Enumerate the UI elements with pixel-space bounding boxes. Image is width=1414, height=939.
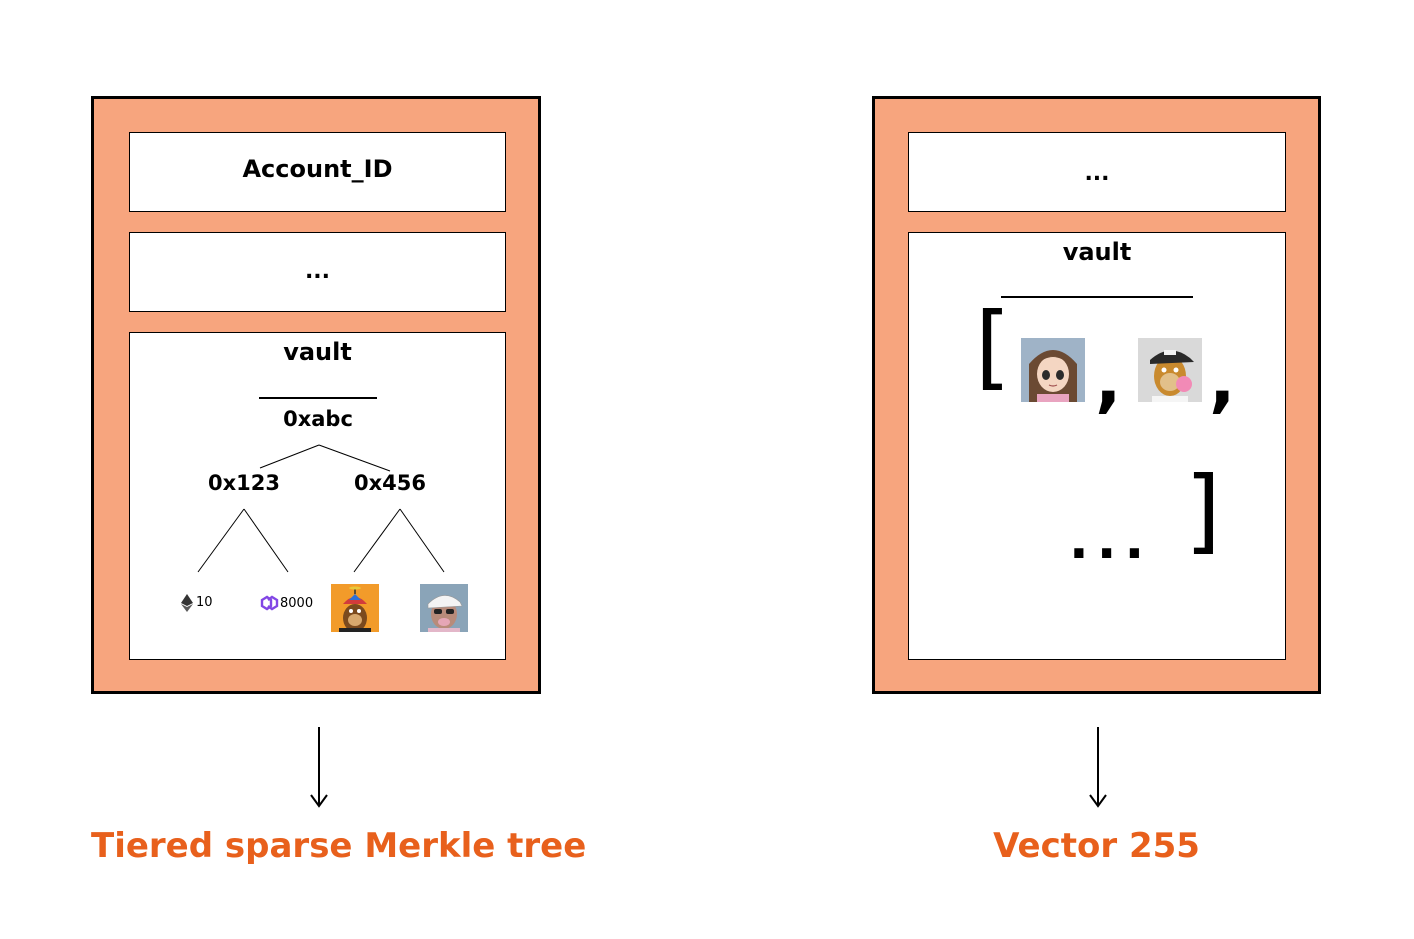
- polygon-icon: [260, 595, 279, 611]
- right-vault-field: vault [ ,: [908, 232, 1286, 660]
- ellipsis-field: ...: [129, 232, 506, 312]
- comma-2: ,: [1209, 339, 1236, 421]
- account-id-label: Account_ID: [242, 155, 393, 183]
- eth-amount: 10: [196, 595, 213, 610]
- merkle-root: 0xabc: [283, 407, 353, 431]
- ethereum-icon: [181, 594, 193, 612]
- polygon-amount: 8000: [280, 596, 314, 611]
- left-caption: Tiered sparse Merkle tree: [91, 826, 587, 866]
- merkle-right-node: 0x456: [354, 471, 426, 495]
- close-bracket: ]: [1185, 457, 1221, 564]
- open-bracket: [: [975, 293, 1011, 400]
- right-ellipsis-field: ...: [908, 132, 1286, 212]
- vault-divider: [259, 397, 377, 399]
- right-vault-label: vault: [1062, 238, 1132, 266]
- nft-anime-girl: [1021, 338, 1085, 402]
- right-ellipsis-label: ...: [1084, 161, 1110, 186]
- vault-field: vault 0xabc 0x123 0x456 10 8000: [129, 332, 506, 660]
- right-caption: Vector 255: [993, 826, 1200, 866]
- right-account-panel: ... vault [ ,: [872, 96, 1321, 694]
- nft-ape-bubblegum: [1138, 338, 1202, 402]
- account-id-field: Account_ID: [129, 132, 506, 212]
- merkle-left-node: 0x123: [208, 471, 280, 495]
- merkle-tree-edges: [197, 444, 445, 573]
- left-down-arrow: [310, 727, 328, 808]
- nft-ape-propeller-hat: [331, 584, 379, 632]
- vault-label: vault: [283, 338, 352, 366]
- comma-1: ,: [1095, 339, 1122, 421]
- right-down-arrow: [1089, 727, 1107, 808]
- ellipsis-label: ...: [304, 259, 331, 284]
- vector-ellipsis: ...: [1069, 511, 1153, 571]
- right-vault-divider: [1001, 296, 1193, 298]
- nft-ape-white-cap: [420, 584, 468, 632]
- left-account-panel: Account_ID ... vault 0xabc 0x123 0x456 1…: [91, 96, 541, 694]
